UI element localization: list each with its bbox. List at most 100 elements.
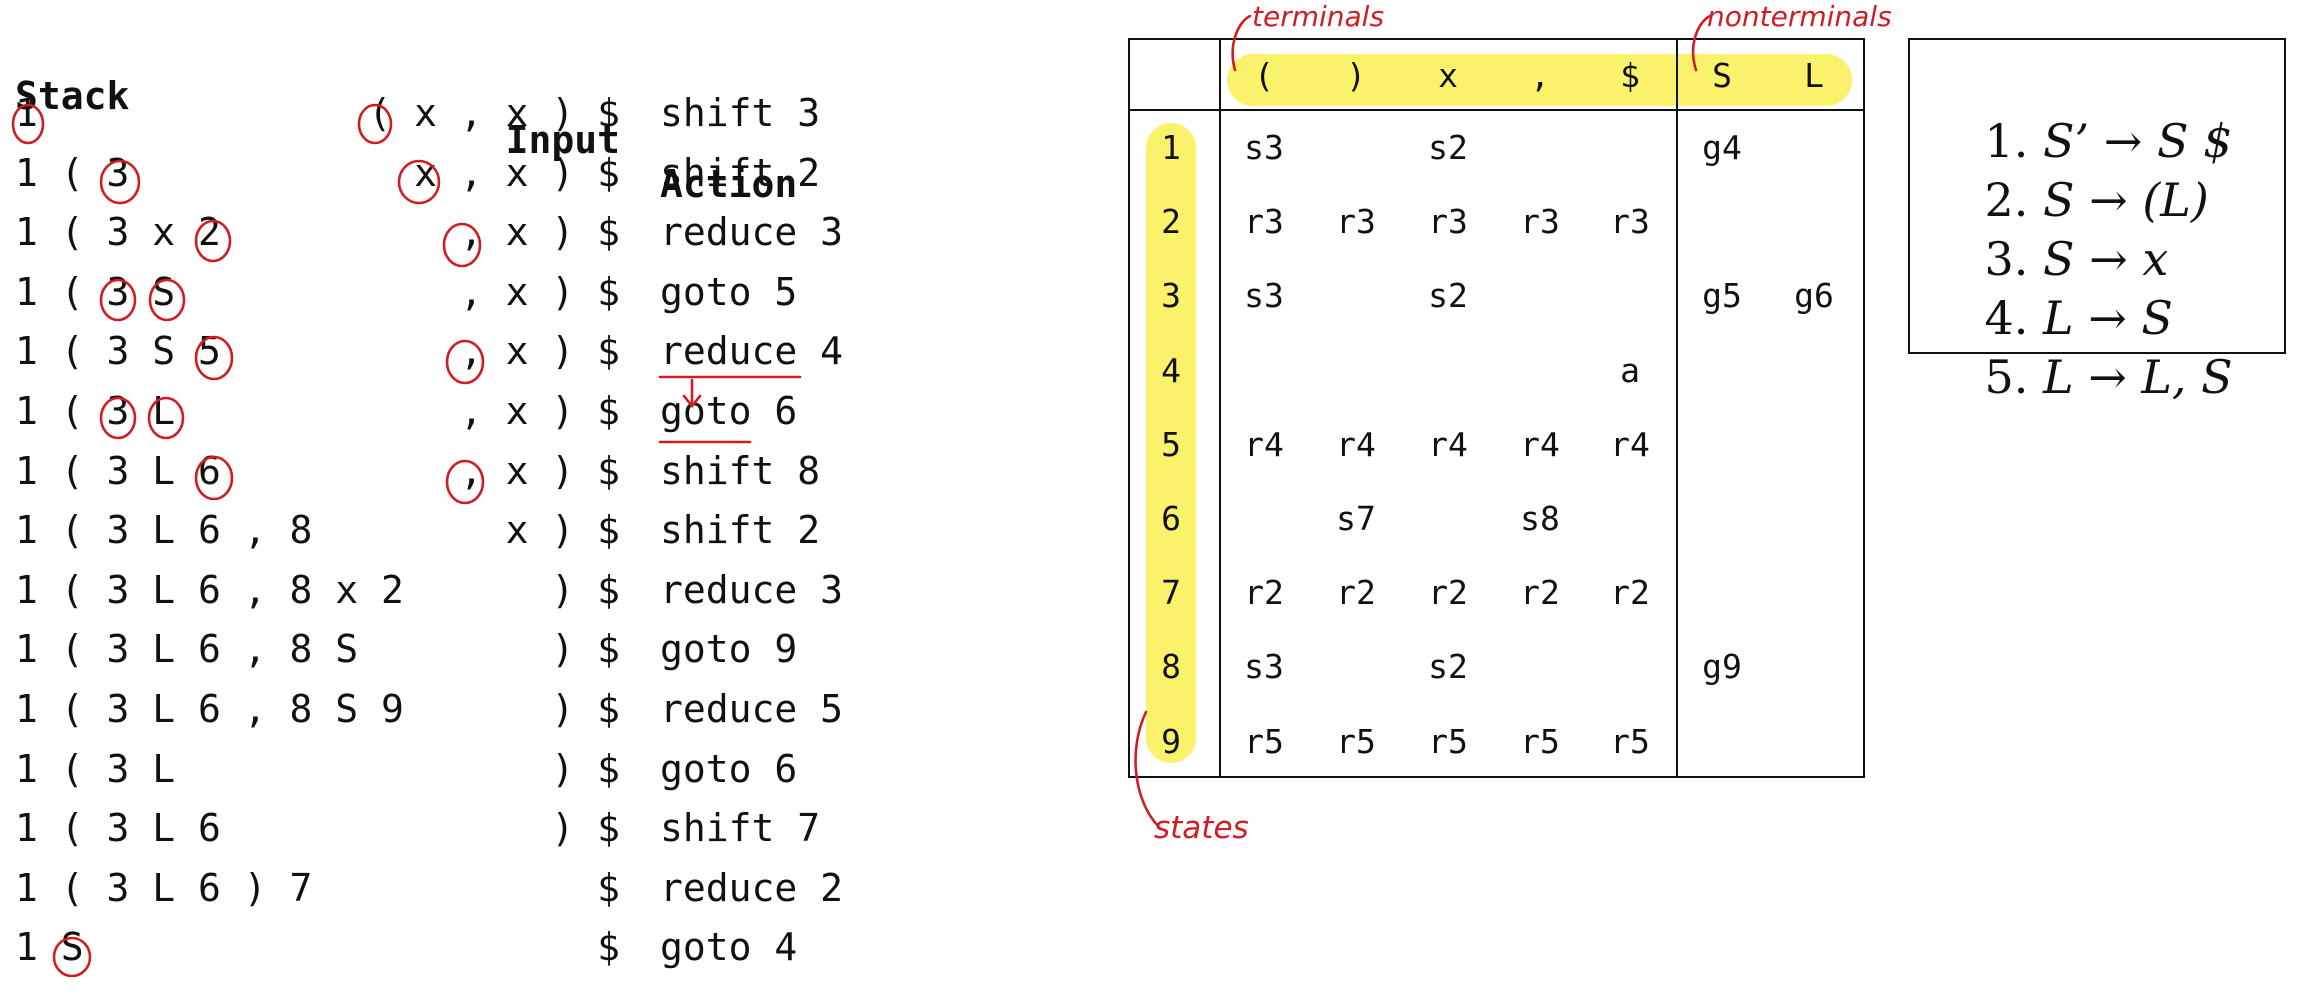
state-label: 4: [1161, 350, 1181, 390]
input-cell: x ) $: [505, 508, 620, 553]
stack-cell: 1 ( 3 L 6: [15, 806, 221, 851]
action-cell: r4: [1336, 424, 1376, 464]
action-cell: s7: [1336, 499, 1376, 538]
trace-row: 1 ( 3 L 6 , 8 x ) $ shift 2: [0, 508, 900, 564]
nonterminal-header: L: [1804, 56, 1824, 95]
stack-cell: 1 ( 3 L 6 ) 7: [15, 865, 313, 910]
trace-row: 1 ( 3 L 6 , 8 x 2 ) $ reduce 3: [0, 568, 900, 624]
action-cell: s3: [1244, 647, 1284, 687]
table-outer-border: [1128, 38, 1865, 778]
action-cell: shift 2: [660, 508, 821, 553]
action-cell: s3: [1244, 276, 1284, 316]
action-cell: s3: [1244, 128, 1284, 167]
state-column-separator: [1219, 38, 1221, 778]
action-cell: r3: [1244, 202, 1284, 242]
trace-row: 1 S $ goto 4: [0, 925, 900, 981]
trace-row: 1 ( 3 L 6 , 8 S) $goto 9: [0, 627, 900, 683]
stack-cell: 1 S: [15, 925, 84, 970]
action-cell: r2: [1244, 573, 1284, 613]
stack-cell: 1 ( 3 L 6 , 8 S 9: [15, 687, 404, 731]
trace-header: Stack Input Action: [0, 30, 900, 206]
stack-cell: 1 ( 3 L 6 , 8: [15, 508, 313, 553]
action-cell: reduce 3: [660, 567, 844, 612]
input-cell: , x ) $: [459, 269, 620, 314]
trace-row: 1 ( 3 L 6 ) 7$reduce 2: [0, 866, 900, 922]
state-label: 6: [1161, 499, 1181, 538]
stack-cell: 1 ( 3 S: [15, 269, 176, 314]
action-cell: s2: [1428, 276, 1468, 316]
terminal-header: ): [1346, 56, 1366, 95]
trace-row: 1( x , x ) $shift 3: [0, 91, 900, 147]
action-header: Action: [660, 162, 798, 206]
stack-cell: 1 ( 3 L 6 , 8 x 2: [15, 567, 404, 612]
action-cell: r4: [1610, 424, 1650, 464]
trace-row: 1 ( 3 L 6, x ) $shift 8: [0, 449, 900, 505]
goto-column-separator: [1676, 38, 1678, 778]
states-highlight: [1146, 123, 1196, 763]
goto-cell: g6: [1794, 276, 1834, 316]
action-cell: shift 7: [660, 806, 821, 851]
states-label: states: [1154, 810, 1249, 846]
action-cell: r5: [1336, 721, 1376, 761]
action-cell: s8: [1520, 499, 1560, 538]
goto-cell: g9: [1702, 647, 1742, 687]
input-cell: ) $: [551, 627, 620, 672]
action-cell: r4: [1244, 424, 1284, 464]
action-cell: r5: [1520, 721, 1560, 761]
input-cell: $: [597, 925, 620, 970]
trace-row: 1 ( 3 L, x ) $goto 6: [0, 389, 900, 445]
action-cell: goto 4: [660, 925, 798, 970]
action-cell: goto 6: [660, 746, 798, 791]
input-cell: , x ) $: [459, 389, 620, 433]
action-cell: r5: [1610, 721, 1650, 761]
terminal-header: ,: [1530, 56, 1550, 95]
action-cell: r3: [1610, 202, 1650, 242]
terminal-header: x: [1438, 56, 1458, 95]
input-cell: x , x ) $: [414, 150, 620, 195]
trace-row: 1 ( 3 L 6 , 8 S 9 ) $ reduce 5: [0, 687, 900, 743]
input-cell: $: [597, 865, 620, 910]
trace-row: 1 ( 3 S , x ) $ goto 5: [0, 270, 900, 326]
terminals-label: terminals: [1252, 0, 1384, 33]
action-cell: reduce 4: [660, 329, 844, 374]
state-label: 1: [1161, 128, 1181, 167]
action-cell: r4: [1428, 424, 1468, 464]
stack-cell: 1 ( 3 L: [15, 389, 176, 433]
action-cell: s2: [1428, 128, 1468, 167]
state-label: 8: [1161, 647, 1181, 687]
grammar-rule-3: 3. S → x: [1984, 232, 2169, 286]
trace-row: 1 ( 3 L 6 ) $ shift 7: [0, 806, 900, 862]
nonterminals-label: nonterminals: [1707, 0, 1892, 33]
input-cell: ) $: [551, 567, 620, 612]
state-label: 7: [1161, 573, 1181, 613]
state-label: 9: [1161, 721, 1181, 761]
stack-cell: 1 ( 3 L: [15, 746, 176, 791]
terminal-header: $: [1620, 56, 1640, 95]
input-cell: ) $: [551, 806, 620, 851]
stack-cell: 1 ( 3: [15, 150, 130, 195]
action-cell: s2: [1428, 647, 1468, 687]
grammar-rule-4: 4. L → S: [1984, 291, 2173, 345]
input-cell: ( x , x ) $: [368, 91, 620, 135]
input-cell: ) $: [551, 687, 620, 731]
input-cell: , x ) $: [459, 210, 620, 255]
action-cell: reduce 5: [660, 687, 844, 731]
action-cell: goto 9: [660, 627, 798, 672]
nonterminal-header: S: [1712, 56, 1732, 95]
input-cell: ) $: [551, 746, 620, 791]
header-separator: [1128, 109, 1865, 111]
state-label: 2: [1161, 202, 1181, 242]
action-cell: r3: [1428, 202, 1468, 242]
action-cell: r3: [1520, 202, 1560, 242]
action-cell: goto 5: [660, 269, 798, 314]
stack-cell: 1 ( 3 L 6: [15, 448, 221, 493]
action-cell: r2: [1428, 573, 1468, 613]
stack-cell: 1: [15, 91, 38, 135]
input-cell: , x ) $: [459, 329, 620, 374]
goto-cell: g5: [1702, 276, 1742, 316]
input-header: Input: [505, 118, 620, 162]
action-cell: r2: [1610, 573, 1650, 613]
